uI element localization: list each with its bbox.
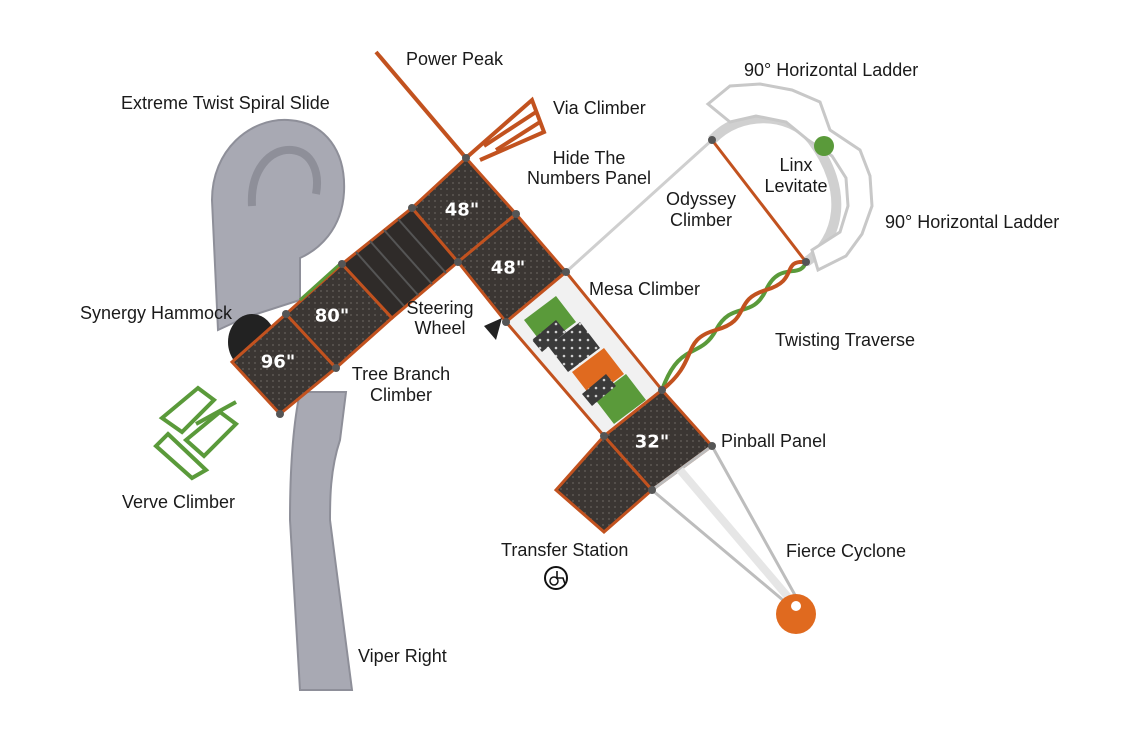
label-steering-line2: Wheel [414,318,466,338]
linx-levitate [814,136,834,156]
label-via-climber: Via Climber [553,98,646,118]
label-linx-line2: Levitate [764,176,828,196]
tree-branch-climber [298,262,342,302]
via-climber [464,96,547,162]
label-steering-line1: Steering [406,298,474,318]
label-odyssey-line1: Odyssey [665,189,737,209]
deck-height-48-top: 48" [444,199,480,221]
label-extreme-twist-spiral-slide: Extreme Twist Spiral Slide [121,93,330,113]
power-peak [374,50,468,160]
label-viper-right: Viper Right [358,646,447,666]
fierce-cyclone [649,443,816,634]
label-odyssey-line2: Climber [669,210,732,230]
wheelchair-accessible-icon [544,566,568,590]
label-tree-branch-line1: Tree Branch [351,364,451,384]
linx-levitate-cable [710,139,808,263]
twisting-traverse [660,259,808,392]
label-fierce-cyclone: Fierce Cyclone [786,541,907,561]
label-horizontal-ladder-top: 90° Horizontal Ladder [744,60,919,80]
mesa-climber [524,296,646,424]
deck-height-80: 80" [314,305,350,327]
label-linx-line1: Linx [779,155,813,175]
deck-height-48-lower: 48" [490,257,526,279]
horizontal-ladder [705,82,874,273]
posts [276,136,810,494]
extreme-twist-spiral-slide [210,118,346,332]
label-verve-climber: Verve Climber [122,492,236,512]
label-power-peak: Power Peak [406,49,504,69]
viper-right-slide [288,391,354,691]
label-twisting-traverse: Twisting Traverse [775,330,916,350]
verve-climber [153,385,240,481]
label-hide-the-numbers-line2: Numbers Panel [526,168,652,188]
odyssey-climber [564,138,714,274]
label-mesa-climber: Mesa Climber [589,279,701,299]
steering-wheel [484,318,502,340]
label-pinball-panel: Pinball Panel [721,431,827,451]
deck-height-32: 32" [634,431,670,453]
label-tree-branch-line2: Climber [369,385,432,405]
label-transfer-station: Transfer Station [501,540,629,560]
label-horizontal-ladder-right: 90° Horizontal Ladder [885,212,1060,232]
label-synergy-hammock: Synergy Hammock [80,303,233,323]
label-hide-the-numbers-line1: Hide The [552,148,626,168]
deck-height-96: 96" [260,351,296,373]
